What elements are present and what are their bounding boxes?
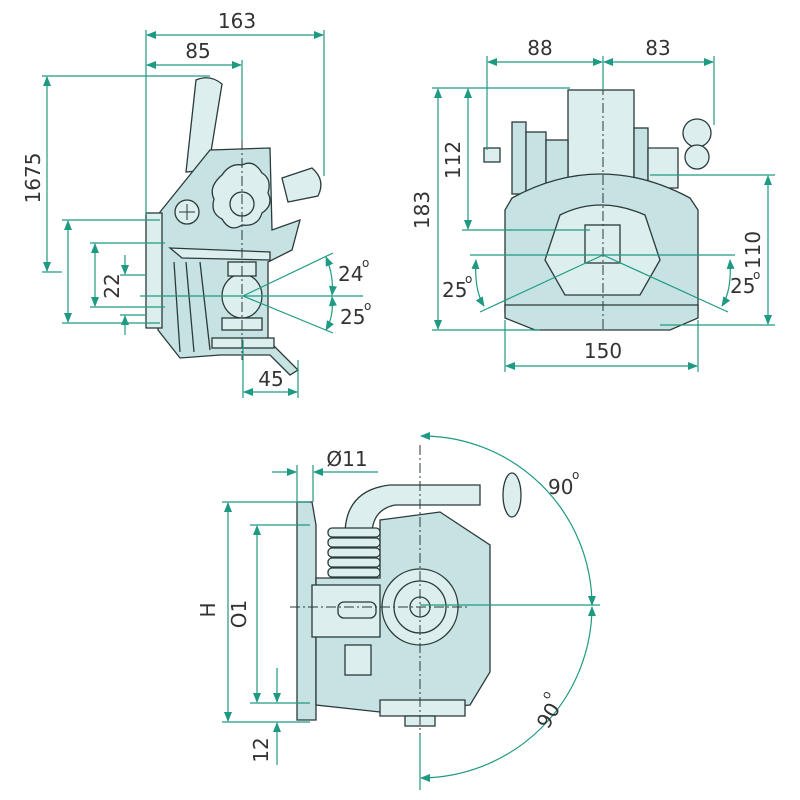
front-view: 88 83 183 112 110 25 o 25 o 150 <box>410 36 775 372</box>
front-dimensions <box>432 56 775 372</box>
front-view-part <box>483 85 712 331</box>
degree-mark: o <box>362 256 369 270</box>
angle-bottom-90: 90 <box>532 698 566 732</box>
dim-150: 150 <box>584 339 622 363</box>
bottom-dimensions <box>222 431 600 790</box>
dim-163: 163 <box>218 9 256 33</box>
angle-24: 24 <box>338 262 363 286</box>
dim-45: 45 <box>258 367 283 391</box>
bottom-view: Ø11 H O1 12 90 o 90 o <box>196 431 600 790</box>
dim-88: 88 <box>527 36 552 60</box>
degree-mark: o <box>572 468 579 482</box>
dim-110: 110 <box>741 231 765 269</box>
angle-left-25: 25 <box>442 278 467 302</box>
dim-83: 83 <box>645 36 670 60</box>
side-view-part <box>145 77 322 376</box>
side-dimensions <box>42 30 363 398</box>
angle-right-25: 25 <box>730 274 755 298</box>
degree-mark: o <box>753 268 760 282</box>
spring <box>327 527 381 578</box>
side-view: 163 85 1675 22 24 o 25 o 45 <box>21 9 371 398</box>
angle-25: 25 <box>340 305 365 329</box>
dim-112: 112 <box>441 141 465 179</box>
dim-o1: O1 <box>227 600 251 628</box>
angle-top-90: 90 <box>548 475 573 499</box>
dim-h: H <box>196 602 220 617</box>
dim-12: 12 <box>249 737 273 762</box>
dim-diameter-11: Ø11 <box>326 447 367 471</box>
degree-mark: o <box>538 688 554 701</box>
dim-1675: 1675 <box>21 153 45 204</box>
dim-183: 183 <box>410 191 434 229</box>
degree-mark: o <box>364 299 371 313</box>
dim-22: 22 <box>100 273 124 298</box>
bottom-view-part <box>290 445 522 735</box>
dim-85: 85 <box>185 39 210 63</box>
degree-mark: o <box>465 272 472 286</box>
